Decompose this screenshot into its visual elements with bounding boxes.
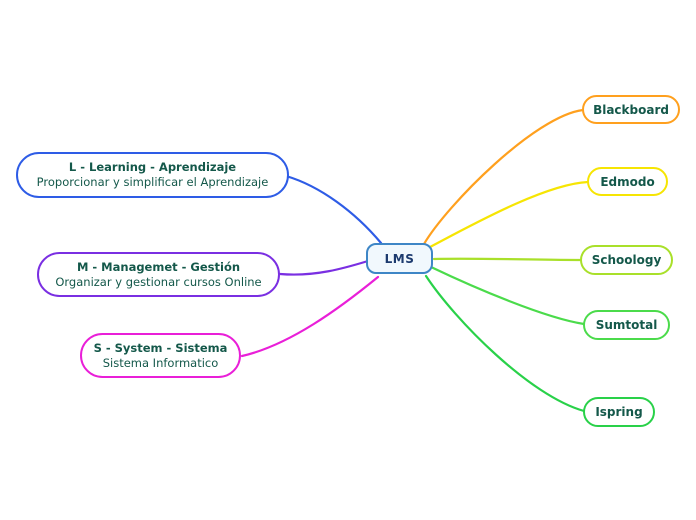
- node-edmodo[interactable]: Edmodo: [587, 167, 668, 196]
- link-schoology: [432, 257, 583, 262]
- node-label: Blackboard: [593, 102, 669, 117]
- node-blackboard[interactable]: Blackboard: [582, 95, 680, 124]
- node-subtitle: Sistema Informatico: [102, 355, 219, 370]
- link-blackboard: [422, 108, 585, 246]
- link-management: [278, 259, 370, 276]
- link-learning: [284, 174, 383, 245]
- node-subtitle: Organizar y gestionar cursos Online: [55, 274, 262, 289]
- node-title: L - Learning - Aprendizaje: [68, 160, 237, 174]
- link-sumtotal: [429, 265, 586, 326]
- node-management-gestion[interactable]: M - Managemet - Gestión Organizar y gest…: [37, 252, 280, 297]
- node-subtitle: Proporcionar y simplificar el Aprendizaj…: [36, 175, 269, 189]
- link-system: [240, 275, 380, 358]
- node-label: Edmodo: [600, 174, 655, 189]
- node-label: Schoology: [591, 253, 662, 267]
- node-label: Sumtotal: [595, 318, 658, 332]
- node-schoology[interactable]: Schoology: [580, 245, 673, 275]
- node-lms-root[interactable]: LMS: [366, 243, 433, 274]
- node-ispring[interactable]: Ispring: [583, 397, 655, 427]
- node-title: S - System - Sistema: [93, 340, 228, 355]
- node-learning-aprendizaje[interactable]: L - Learning - Aprendizaje Proporcionar …: [16, 152, 289, 198]
- root-label: LMS: [384, 251, 415, 266]
- node-system-sistema[interactable]: S - System - Sistema Sistema Informatico: [80, 333, 241, 378]
- node-title: M - Managemet - Gestión: [76, 259, 241, 274]
- node-sumtotal[interactable]: Sumtotal: [583, 310, 670, 340]
- node-label: Ispring: [595, 405, 643, 419]
- link-ispring: [424, 274, 586, 413]
- link-edmodo: [428, 180, 590, 249]
